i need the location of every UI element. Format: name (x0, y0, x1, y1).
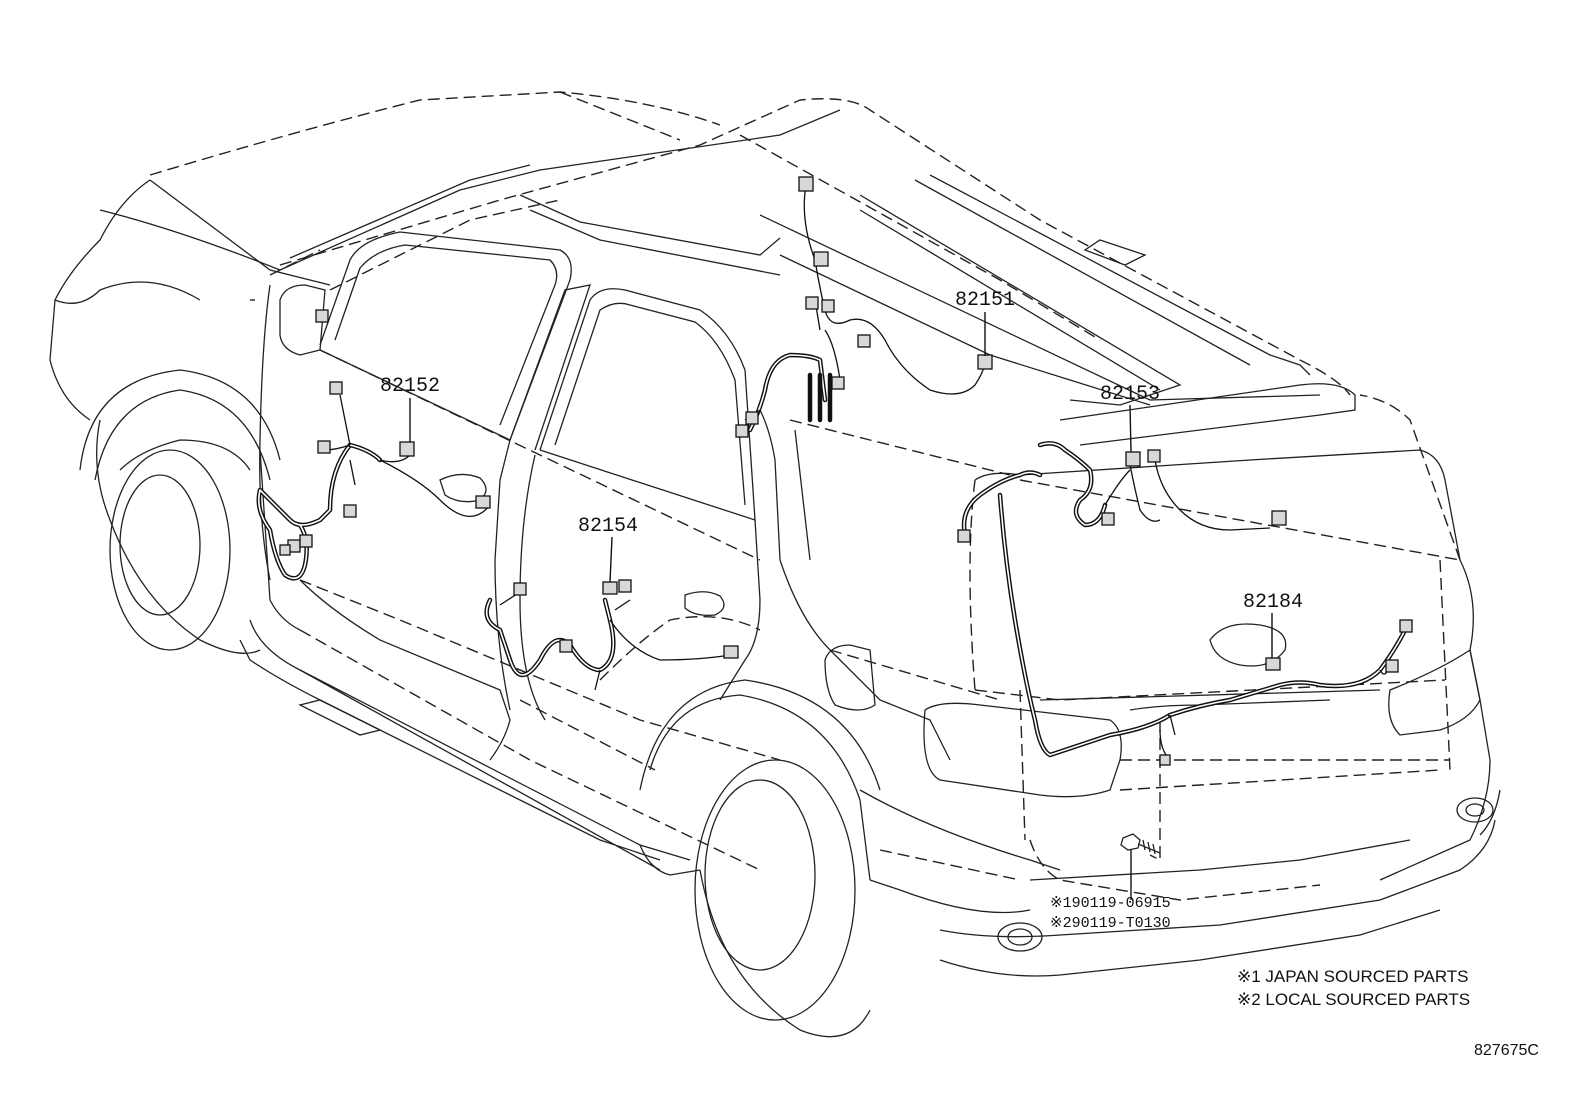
bolt-ref-2: ※290119-T0130 (1050, 915, 1171, 932)
connector (559, 639, 573, 653)
part-number-82154: 82154 (578, 515, 638, 538)
connector (1385, 659, 1399, 673)
leader-lines (409, 312, 1273, 900)
connector (279, 544, 291, 556)
harness-82153 (961, 441, 1271, 758)
connector (399, 441, 415, 457)
connector (1101, 512, 1115, 526)
legend-line-1: ※1 JAPAN SOURCED PARTS (1237, 967, 1469, 986)
connector (745, 411, 759, 425)
callout-labels: 82151 82152 82153 82154 82184 ※190119-06… (380, 289, 1303, 932)
connector (1271, 510, 1287, 526)
connector (813, 251, 829, 267)
connector (1265, 657, 1281, 671)
part-number-82151: 82151 (955, 289, 1015, 312)
connector (1399, 619, 1413, 633)
phantom-lines (149, 91, 1461, 901)
bolt-ref-1: ※190119-06915 (1050, 895, 1171, 912)
connector (1147, 449, 1161, 463)
part-number-82153: 82153 (1100, 383, 1160, 406)
connectors (279, 176, 1413, 766)
part-number-82152: 82152 (380, 375, 440, 398)
legend-line-2: ※2 LOCAL SOURCED PARTS (1237, 990, 1470, 1009)
connector (805, 296, 819, 310)
connector (798, 176, 814, 192)
vehicle-body-outline (49, 109, 1501, 1038)
part-number-82184: 82184 (1243, 591, 1303, 614)
harness-82154 (484, 591, 731, 691)
connector (602, 581, 618, 595)
harness-82152 (256, 394, 491, 581)
connector (723, 645, 739, 659)
connector (513, 582, 527, 596)
connector (1159, 754, 1171, 766)
connector (343, 504, 357, 518)
connector (735, 424, 749, 438)
legend: ※1 JAPAN SOURCED PARTS ※2 LOCAL SOURCED … (1237, 967, 1470, 1009)
connector (1125, 451, 1141, 467)
connector (299, 534, 313, 548)
connector (821, 299, 835, 313)
connector (957, 529, 971, 543)
bolt-icon (1120, 833, 1161, 855)
connector (977, 354, 993, 370)
illustration-code: 827675C (1474, 1042, 1539, 1059)
connector (831, 376, 845, 390)
connector (317, 440, 331, 454)
connector (618, 579, 632, 593)
connector (315, 309, 329, 323)
connector (329, 381, 343, 395)
connector (857, 334, 871, 348)
connector (475, 495, 491, 509)
harness-82151 (744, 184, 986, 433)
